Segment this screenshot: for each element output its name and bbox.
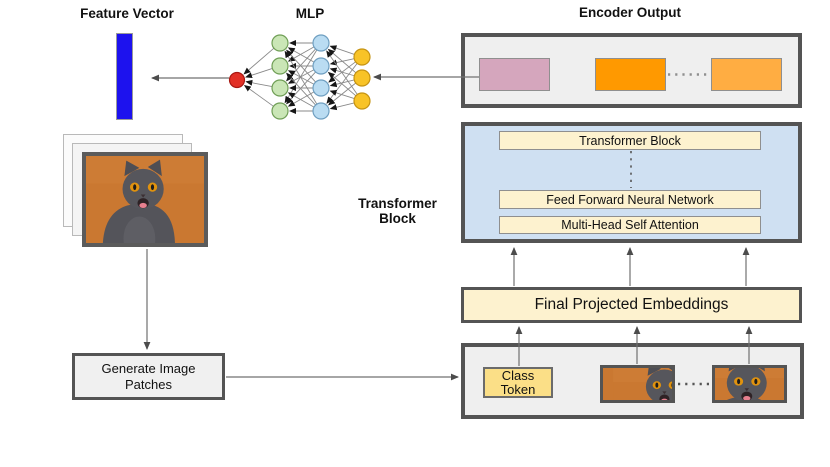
mlp-edge [327, 48, 357, 74]
encoder-output-title: Encoder Output [579, 5, 681, 20]
mlp-node [312, 34, 330, 52]
mlp-edge [329, 45, 355, 55]
mlp-node [271, 34, 289, 52]
mlp-edge [287, 91, 315, 107]
cat-patch-image [712, 365, 787, 403]
mlp-edge [328, 61, 356, 83]
mlp-node [353, 92, 371, 110]
mlp-edge [286, 48, 316, 82]
multi-head-attention-layer: Multi-Head Self Attention [499, 216, 761, 234]
feature-vector-bar [116, 33, 133, 120]
transformer-block-layer: Transformer Block [499, 131, 761, 150]
mlp-edge [286, 72, 316, 106]
mlp-edge [287, 92, 315, 108]
mlp-node [312, 102, 330, 120]
mlp-edge [329, 89, 355, 100]
mlp-edge [287, 46, 315, 62]
mlp-node [271, 102, 289, 120]
encoder-patch-embedding-chip [711, 58, 782, 91]
class-token-box: Class Token [483, 367, 553, 398]
cat-patch-image [600, 365, 675, 403]
mlp-node [271, 57, 289, 75]
mlp-edge [284, 49, 318, 104]
mlp-edge [287, 70, 315, 85]
image-patches-box: Class Token [461, 343, 804, 419]
mlp-edge [286, 71, 316, 105]
cat-illustration [86, 156, 204, 243]
mlp-edge [286, 49, 316, 83]
mlp-edge [328, 82, 357, 106]
feed-forward-layer: Feed Forward Neural Network [499, 190, 761, 209]
mlp-edge [329, 102, 355, 111]
mlp-edge [327, 71, 357, 97]
encoder-class-embedding-chip [479, 58, 550, 91]
generate-image-patches-box: Generate Image Patches [72, 353, 225, 400]
cat-patch-illustration [613, 368, 672, 400]
mlp-node [228, 71, 246, 89]
mlp-edge [326, 50, 358, 95]
mlp-edge [326, 63, 358, 104]
mlp-edge [245, 79, 273, 87]
mlp-edge [329, 58, 355, 66]
encoder-patch-embedding-chip [595, 58, 666, 91]
transformer-block-box: Transformer Block Feed Forward Neural Ne… [461, 122, 802, 243]
mlp-edge [243, 84, 274, 107]
mlp-node [271, 79, 289, 97]
mlp-edge [243, 47, 275, 75]
mlp-node [312, 79, 330, 97]
transformer-block-side-label: Transformer Block [358, 196, 437, 226]
final-projected-embeddings-bar: Final Projected Embeddings [461, 287, 802, 323]
mlp-title: MLP [295, 6, 325, 21]
mlp-node [353, 69, 371, 87]
cat-image [82, 152, 208, 247]
mlp-edge [287, 47, 315, 63]
encoder-output-box [461, 33, 802, 108]
mlp-edge [329, 67, 355, 77]
feature-vector-title: Feature Vector [80, 6, 174, 21]
mlp-edge [245, 68, 273, 79]
mlp-edge [284, 50, 318, 105]
mlp-edge [329, 79, 355, 88]
mlp-network-icon [243, 40, 358, 114]
mlp-edge [287, 69, 315, 84]
mlp-node [312, 57, 330, 75]
cat-patch-illustration [715, 368, 784, 400]
mlp-node [353, 48, 371, 66]
